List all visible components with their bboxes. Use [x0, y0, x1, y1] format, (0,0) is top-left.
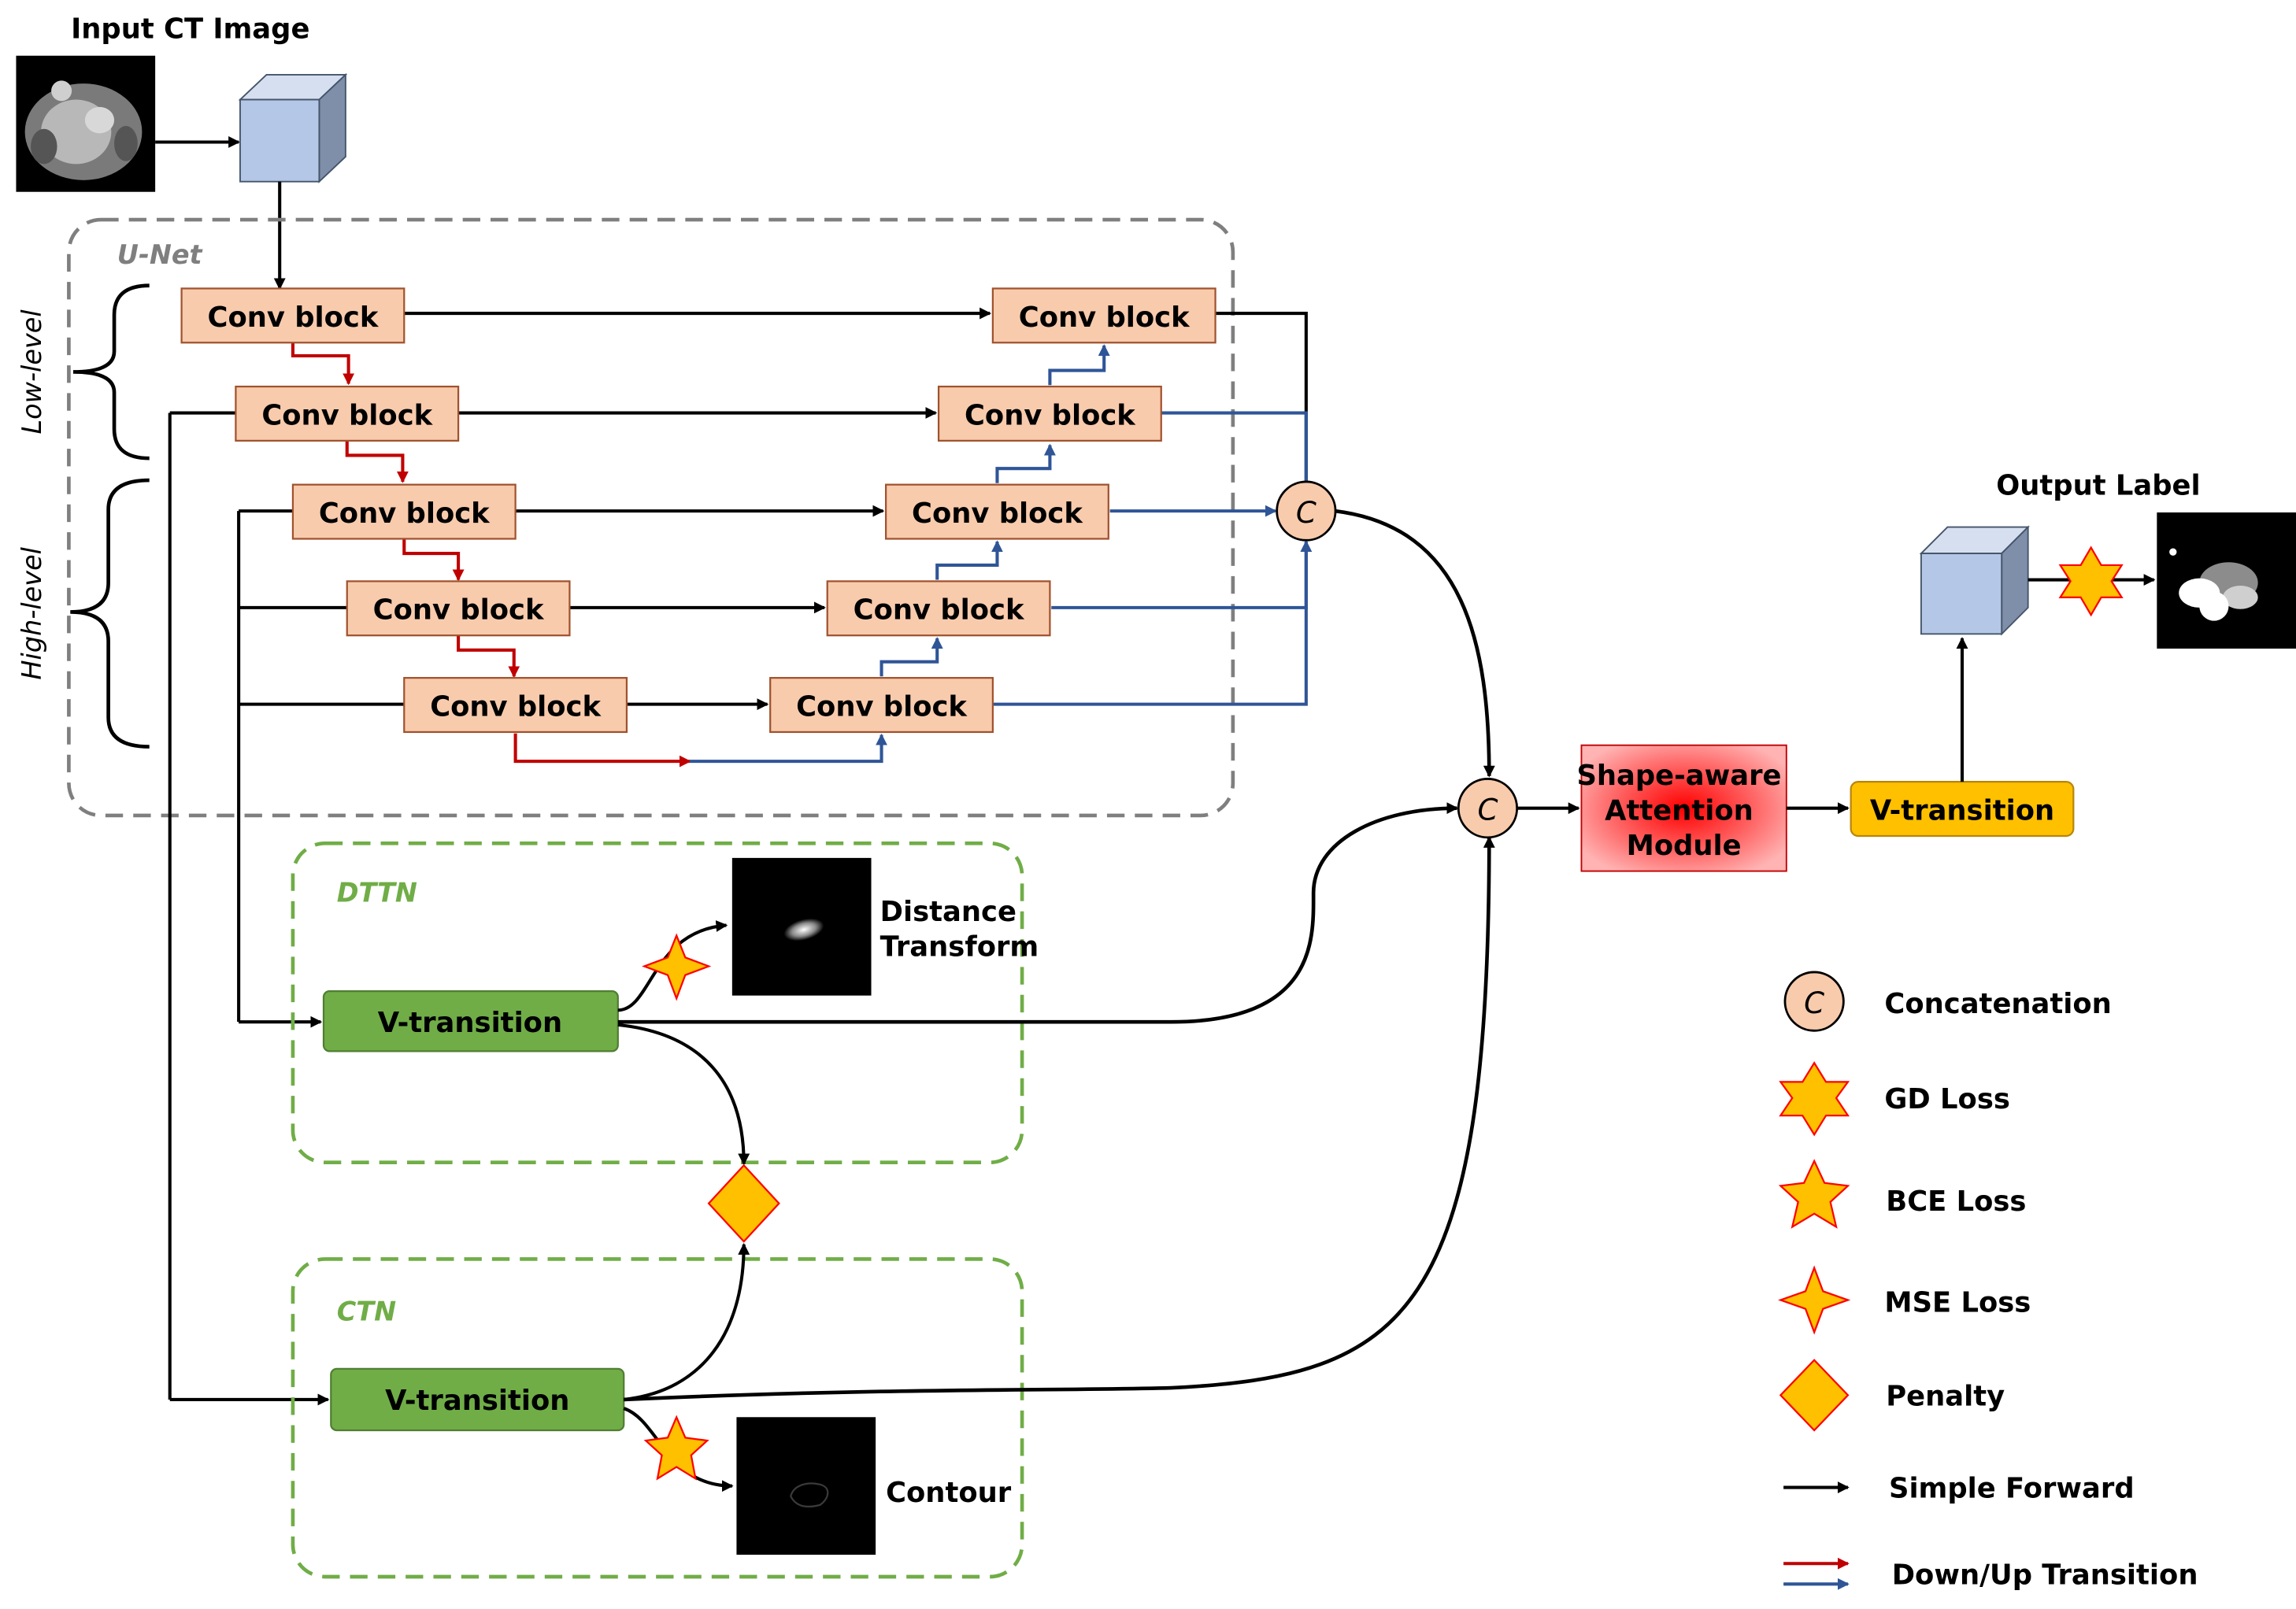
legend-concatenation: C Concatenation — [1783, 971, 2112, 1032]
svg-text:Penalty: Penalty — [1886, 1380, 2005, 1412]
conv-block-dec-3: Conv block — [884, 483, 1109, 540]
svg-text:Shape-aware Attention: Shape-aware Attention Module — [1576, 760, 1791, 862]
svg-text:C: C — [1804, 986, 1824, 1020]
conv-block-label: Conv block — [796, 690, 968, 723]
concat-node-unet: C — [1276, 480, 1337, 542]
legend-simple-forward: Simple Forward — [1783, 1473, 2135, 1505]
svg-text:C: C — [1296, 495, 1316, 530]
conv-block-label: Conv block — [208, 301, 380, 334]
legend: C Concatenation GD Loss BCE Loss MSE Los… — [1778, 971, 2198, 1591]
input-cube-icon — [238, 72, 348, 183]
conv-block-label: Conv block — [373, 594, 545, 627]
unet-label: U-Net — [117, 239, 204, 270]
legend-down-up-transition: Down/Up Transition — [1783, 1557, 2198, 1591]
conv-block-label: Conv block — [319, 497, 491, 530]
conv-block-enc-4: Conv block — [346, 580, 571, 637]
ctn-to-penalty-arrow — [624, 1242, 750, 1401]
conv-block-enc-1: Conv block — [180, 287, 406, 344]
legend-penalty: Penalty — [1779, 1359, 2005, 1432]
ctn-container — [291, 1257, 1024, 1579]
dttn-container — [291, 841, 1024, 1165]
ctn-label: CTN — [337, 1296, 396, 1327]
unet-container — [67, 217, 1235, 818]
legend-mse-loss: MSE Loss — [1778, 1265, 2031, 1335]
shape-aware-attention-module: Shape-aware Attention Module — [1576, 744, 1791, 872]
legend-gd-loss: GD Loss — [1779, 1061, 2010, 1137]
encoder-feed-lines — [168, 411, 405, 1406]
contour-image — [736, 1417, 876, 1555]
svg-text:C: C — [1477, 793, 1498, 827]
conv-block-dec-1: Conv block — [991, 287, 1217, 344]
svg-text:Down/Up Transition: Down/Up Transition — [1892, 1559, 2198, 1591]
dttn-to-penalty-arrow — [617, 1023, 750, 1166]
input-title: Input CT Image — [71, 13, 309, 45]
dttn-v-transition: V-transition — [322, 989, 619, 1052]
svg-text:Concatenation: Concatenation — [1884, 988, 2111, 1020]
conv-block-label: Conv block — [965, 399, 1136, 431]
distance-transform-label: Distance Transform — [880, 896, 1039, 964]
conv-block-label: Conv block — [261, 399, 433, 431]
conv-block-label: Conv block — [854, 594, 1025, 627]
gd-loss-icon-output — [2058, 546, 2124, 617]
conv-block-dec-2: Conv block — [937, 385, 1162, 442]
up-transitions — [689, 344, 1313, 764]
ctn-to-concat-curve — [624, 835, 1495, 1402]
high-level-label: High-level — [17, 546, 47, 679]
skip-connections — [404, 307, 1313, 711]
conv-block-label: Conv block — [1019, 301, 1191, 334]
concat-node-final: C — [1457, 778, 1519, 839]
svg-text:Simple Forward: Simple Forward — [1889, 1473, 2135, 1505]
penalty-icon — [707, 1163, 780, 1243]
dttn-label: DTTN — [337, 878, 417, 908]
svg-text:MSE Loss: MSE Loss — [1884, 1286, 2031, 1319]
low-level-brace — [72, 283, 150, 461]
svg-text:V-transition: V-transition — [385, 1385, 569, 1417]
mse-loss-icon — [642, 933, 712, 1001]
output-cube-icon — [1919, 525, 2030, 636]
low-level-label: Low-level — [17, 309, 47, 435]
legend-bce-loss: BCE Loss — [1778, 1159, 2026, 1229]
dttn-to-concat-curve — [617, 802, 1459, 1024]
conv-block-dec-4: Conv block — [826, 580, 1051, 637]
conv-block-enc-5: Conv block — [403, 677, 628, 734]
unet-to-concat-curve — [1335, 509, 1495, 778]
conv-block-label: Conv block — [912, 497, 1083, 530]
output-v-transition: V-transition — [1850, 781, 2075, 838]
ctn-v-transition: V-transition — [330, 1367, 625, 1432]
down-transitions — [291, 342, 691, 768]
svg-text:BCE Loss: BCE Loss — [1886, 1185, 2026, 1218]
distance-transform-image — [731, 857, 872, 996]
high-level-brace — [70, 478, 150, 749]
contour-label: Contour — [886, 1477, 1012, 1509]
svg-text:V-transition: V-transition — [378, 1007, 562, 1039]
conv-block-dec-5: Conv block — [769, 677, 994, 734]
output-label-image — [2157, 512, 2296, 649]
conv-block-enc-3: Conv block — [291, 483, 517, 540]
svg-text:V-transition: V-transition — [1870, 795, 2054, 827]
svg-text:GD Loss: GD Loss — [1884, 1083, 2009, 1115]
input-ct-image — [16, 55, 156, 192]
conv-block-label: Conv block — [430, 690, 602, 723]
bce-loss-icon — [643, 1415, 709, 1481]
output-title: Output Label — [1996, 470, 2200, 502]
conv-block-enc-2: Conv block — [235, 385, 460, 442]
